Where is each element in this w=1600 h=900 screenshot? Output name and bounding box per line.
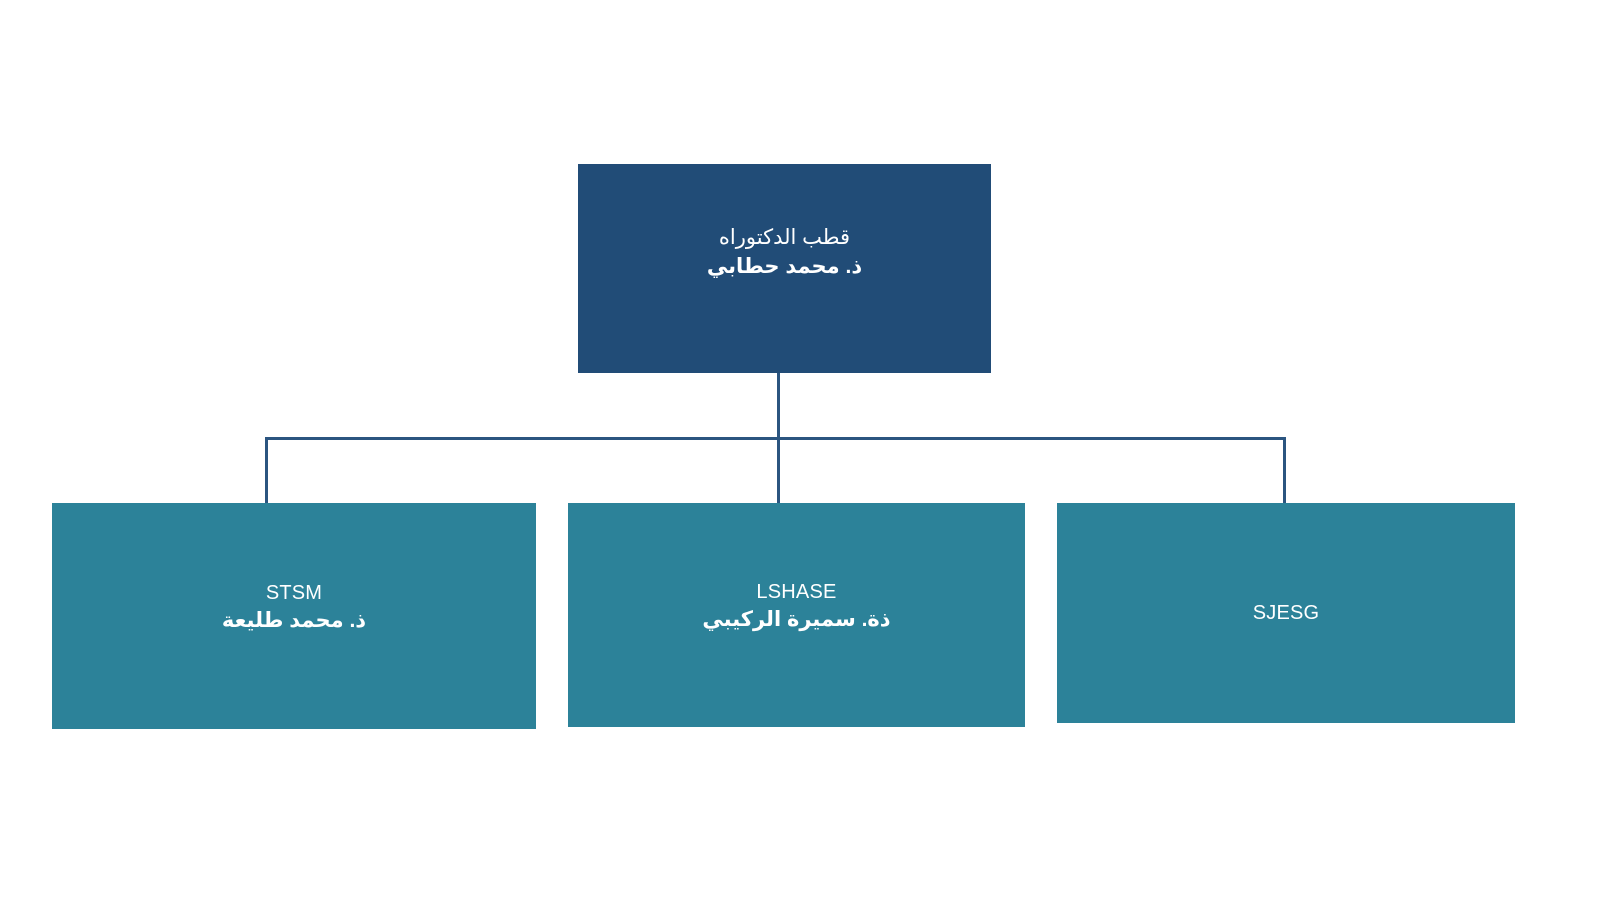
child-node-title: STSM <box>265 582 323 605</box>
child-text-stack: LSHASE ذة. سميرة الركيبي <box>702 579 890 634</box>
org-node-child-lshase[interactable]: LSHASE ذة. سميرة الركيبي <box>568 503 1025 727</box>
connector-horizontal-bus <box>265 437 1286 440</box>
org-node-child-sjesg[interactable]: SJESG <box>1057 503 1515 723</box>
child-text-stack: SJESG <box>1253 600 1320 627</box>
root-node-title: قطب الدكتوراه <box>718 226 851 250</box>
root-text-stack: قطب الدكتوراه ذ. محمد حطابي <box>707 224 862 281</box>
connector-drop-middle <box>777 437 780 504</box>
root-node-person: ذ. محمد حطابي <box>706 254 863 278</box>
child-node-person: ذ. محمد طليعة <box>221 609 367 633</box>
connector-drop-right <box>1283 437 1286 504</box>
connector-root-stem <box>777 373 780 439</box>
connector-drop-left <box>265 437 268 504</box>
child-node-title: LSHASE <box>756 581 837 604</box>
child-text-stack: STSM ذ. محمد طليعة <box>222 580 366 635</box>
org-node-root[interactable]: قطب الدكتوراه ذ. محمد حطابي <box>578 164 991 373</box>
child-node-person: ذة. سميرة الركيبي <box>702 608 891 632</box>
org-node-child-stsm[interactable]: STSM ذ. محمد طليعة <box>52 503 536 729</box>
child-node-title: SJESG <box>1252 601 1320 624</box>
